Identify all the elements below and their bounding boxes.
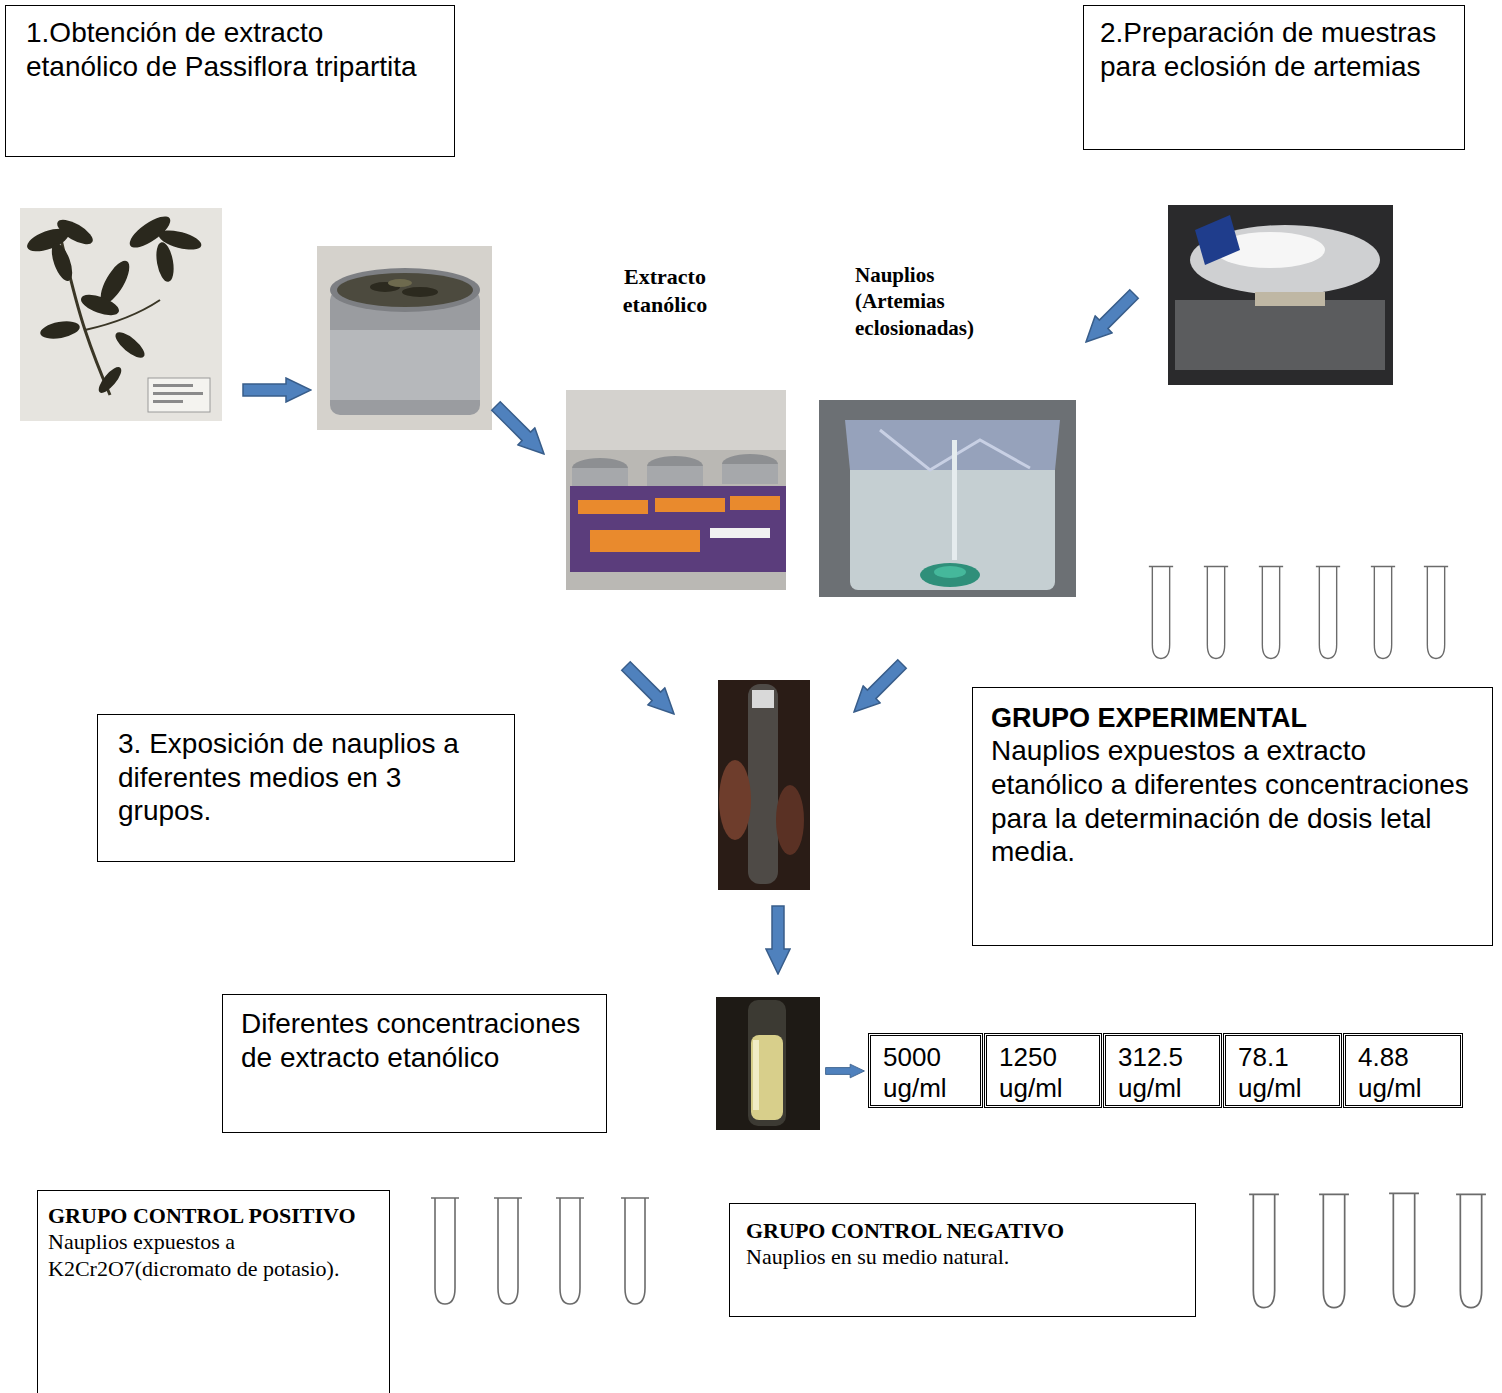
table-cell: 1250 ug/ml bbox=[984, 1033, 1102, 1108]
photo-caption: Extracto etanólico bbox=[590, 263, 740, 318]
block-arrows bbox=[243, 285, 1143, 1077]
group-box: GRUPO CONTROL POSITIVONauplios expuestos… bbox=[37, 1190, 390, 1393]
extract-jars-photo bbox=[566, 390, 786, 590]
box-text: Nauplios en su medio natural. bbox=[746, 1244, 1179, 1270]
group-heading: GRUPO CONTROL NEGATIVO bbox=[746, 1218, 1179, 1244]
step-box: 2.Preparación de muestras para eclosión … bbox=[1083, 5, 1465, 150]
box-text: Nauplios expuestos a K2Cr2O7(dicromato d… bbox=[48, 1229, 379, 1282]
photo-caption: Nauplios (Artemias eclosionadas) bbox=[855, 262, 1020, 341]
step-box: 1.Obtención de extracto etanólico de Pas… bbox=[5, 5, 455, 157]
box-text: Nauplios expuestos a extracto etanólico … bbox=[991, 734, 1474, 868]
note-box: Diferentes concentraciones de extracto e… bbox=[222, 994, 607, 1133]
group-heading: GRUPO CONTROL POSITIVO bbox=[48, 1203, 379, 1229]
table-cell: 312.5 ug/ml bbox=[1103, 1033, 1222, 1108]
tube-hand-photo bbox=[718, 680, 810, 890]
lamp-photo bbox=[1168, 205, 1393, 385]
box-text: Diferentes concentraciones de extracto e… bbox=[241, 1007, 588, 1074]
table-cell: 4.88 ug/ml bbox=[1343, 1033, 1463, 1108]
group-heading: GRUPO EXPERIMENTAL bbox=[991, 702, 1474, 734]
bowl-photo bbox=[317, 246, 492, 430]
extract-tube-photo bbox=[716, 997, 820, 1130]
group-box: GRUPO CONTROL NEGATIVONauplios en su med… bbox=[729, 1203, 1196, 1317]
box-text: 1.Obtención de extracto etanólico de Pas… bbox=[26, 16, 434, 83]
herbarium-photo bbox=[20, 208, 222, 421]
step-box: 3. Exposición de nauplios a diferentes m… bbox=[97, 714, 515, 862]
table-cell: 78.1 ug/ml bbox=[1223, 1033, 1342, 1108]
box-text: 3. Exposición de nauplios a diferentes m… bbox=[118, 727, 494, 828]
beaker-photo bbox=[819, 400, 1076, 597]
table-cell: 5000 ug/ml bbox=[868, 1033, 983, 1108]
group-box: GRUPO EXPERIMENTALNauplios expuestos a e… bbox=[972, 687, 1493, 946]
box-text: 2.Preparación de muestras para eclosión … bbox=[1100, 16, 1448, 83]
